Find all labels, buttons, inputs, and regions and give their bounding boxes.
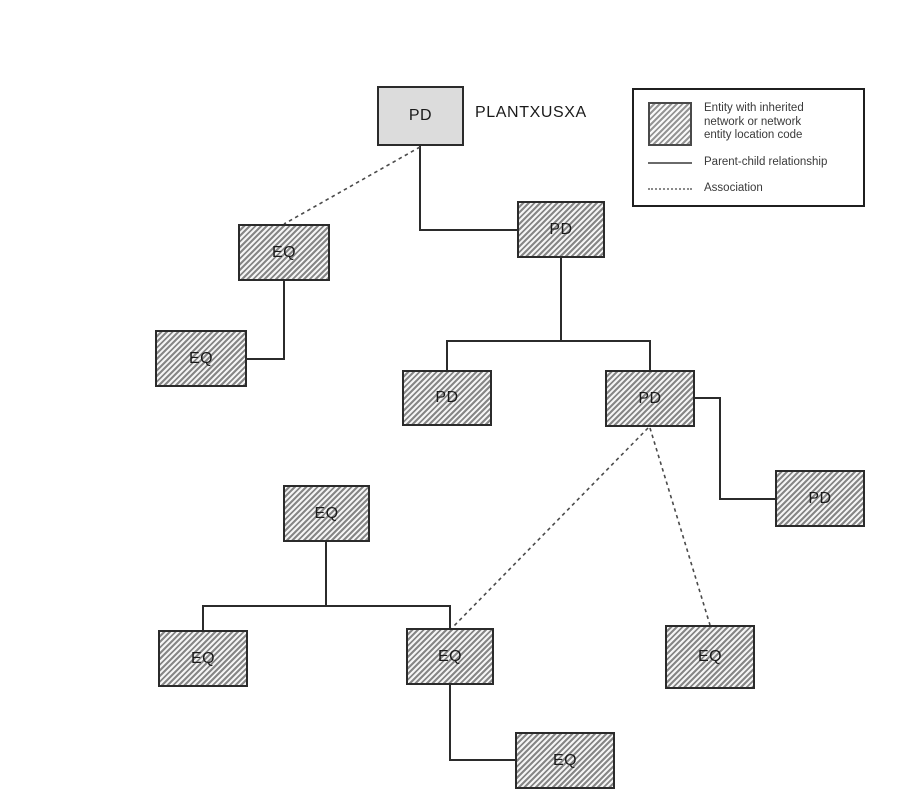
legend-hatched-swatch-icon <box>648 102 692 146</box>
legend-dashed-line-icon <box>648 188 692 190</box>
parent-child-edge-n2-n3 <box>247 281 285 360</box>
entity-node-n3[interactable]: EQ <box>155 330 247 387</box>
association-edge-n6-n12 <box>649 427 711 626</box>
entity-node-n8[interactable]: EQ <box>283 485 370 542</box>
entity-node-n9[interactable]: EQ <box>158 630 248 687</box>
association-edge-group <box>283 146 711 629</box>
entity-node-label: PD <box>408 107 433 124</box>
legend-parent-child-row: Parent-child relationship <box>648 156 827 169</box>
entity-node-n6[interactable]: PD <box>605 370 695 427</box>
parent-child-edge-n6-n7 <box>695 397 775 500</box>
parent-child-edge-n10-n11 <box>449 685 515 761</box>
association-edge-n1-n2 <box>283 146 421 225</box>
legend-solid-line-icon <box>648 162 692 164</box>
entity-node-n12[interactable]: EQ <box>665 625 755 689</box>
legend-panel: Entity with inherited network or network… <box>632 88 865 207</box>
parent-child-edge-n4-n6 <box>560 258 651 370</box>
parent-child-edge-n8-n10 <box>325 542 451 628</box>
entity-node-n2[interactable]: EQ <box>238 224 330 281</box>
entity-node-label: PD <box>638 389 662 407</box>
entity-node-n5[interactable]: PD <box>402 370 492 426</box>
entity-node-label: EQ <box>437 647 463 665</box>
entity-node-n7[interactable]: PD <box>775 470 865 527</box>
parent-child-edge-n8-n9 <box>202 542 327 630</box>
parent-child-edge-n1-n4 <box>419 146 517 231</box>
parent-child-edge-group <box>202 146 775 761</box>
entity-node-label: EQ <box>188 349 214 367</box>
entity-node-label: PD <box>808 489 832 507</box>
entity-node-label: PD <box>549 220 573 238</box>
association-edge-n6-n10 <box>451 427 649 629</box>
legend-association-row: Association <box>648 182 763 195</box>
legend-entity-row: Entity with inherited network or network… <box>648 102 804 146</box>
parent-child-edge-n4-n5 <box>446 258 562 370</box>
entity-node-label: EQ <box>314 504 339 522</box>
entity-node-label: EQ <box>697 648 723 665</box>
legend-parent-child-text: Parent-child relationship <box>704 156 828 168</box>
entity-node-n1[interactable]: PD <box>377 86 464 146</box>
entity-node-n10[interactable]: EQ <box>406 628 494 685</box>
legend-association-text: Association <box>704 182 763 194</box>
entity-node-n4[interactable]: PD <box>517 201 605 258</box>
root-entity-label: PLANTXUSXA <box>475 104 587 121</box>
entity-node-label: EQ <box>271 243 297 261</box>
entity-node-n11[interactable]: EQ <box>515 732 615 789</box>
entity-node-label: PD <box>435 389 459 406</box>
entity-node-label: EQ <box>552 751 578 769</box>
legend-entity-text: Entity with inherited network or network… <box>704 102 804 141</box>
entity-node-label: EQ <box>190 649 216 667</box>
